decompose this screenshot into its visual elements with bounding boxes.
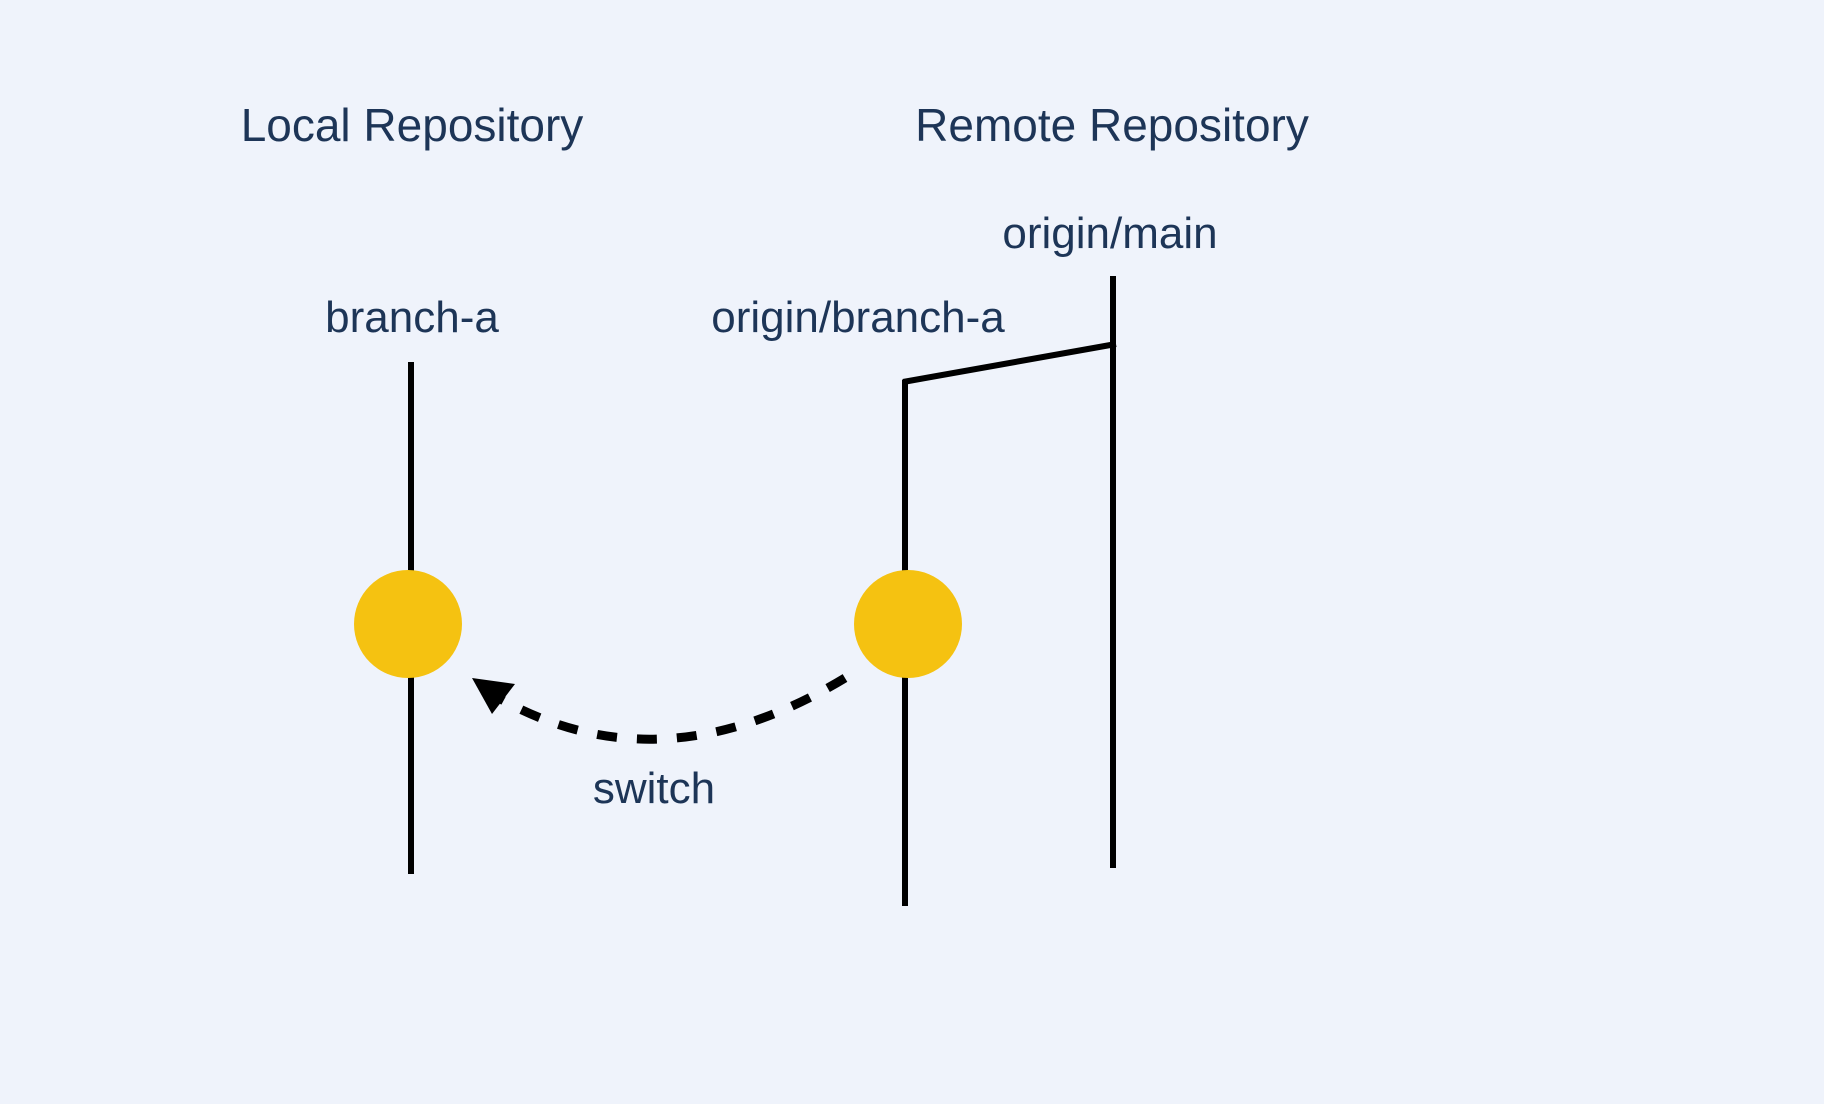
commit-dot-origin-branch-a xyxy=(854,570,962,678)
column-title-local: Local Repository xyxy=(240,99,584,151)
switch-arrow-head xyxy=(472,678,515,714)
commit-dot-branch-a xyxy=(354,570,462,678)
branch-off-connector xyxy=(902,341,1117,385)
switch-arrow-path xyxy=(494,674,848,744)
branch-label-branch-a: branch-a xyxy=(325,293,499,342)
column-title-remote: Remote Repository xyxy=(915,99,1309,151)
branch-label-origin-main: origin/main xyxy=(1002,209,1218,258)
switch-action-label: switch xyxy=(592,764,716,813)
branch-label-origin-branch-a: origin/branch-a xyxy=(711,293,1005,342)
